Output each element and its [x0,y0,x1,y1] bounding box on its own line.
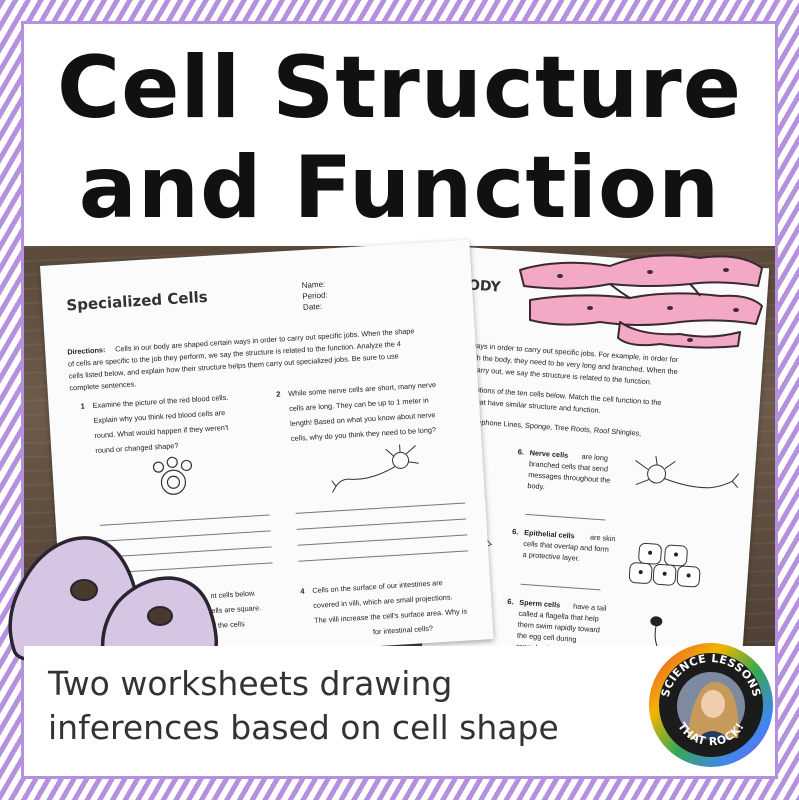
answer-line [297,534,468,546]
answer-line [298,550,469,562]
answer-line [296,518,467,530]
answer-line [295,502,466,514]
teacher-portrait-badge-icon: SCIENCE LESSONS THAT ROCK! [649,643,773,767]
nerve-cell-drawing [331,444,419,493]
period-label: Period: [302,290,328,302]
worksheet-left-title: Specialized Cells [65,287,209,315]
answer-line [525,513,606,521]
worksheet-left: Specialized Cells Name: Period: Date: Di… [40,239,494,666]
subtitle-line-2: inferences based on cell shape [48,708,559,747]
item-epithelial-l3: a protective layer. [522,549,581,563]
item-nerve-l4: body. [527,480,546,492]
date-label: Date: [302,301,323,313]
q4-line-4: for intestinal cells? [372,623,434,637]
cell-illustrations [628,455,740,668]
subtitle-line-1: Two worksheets drawing [48,664,453,703]
title-line-2: and Function [78,138,721,238]
q1-number: 1 [80,401,86,411]
item-sperm-num: 6. [507,596,514,607]
item-nerve-num: 6. [517,447,525,457]
epithelial-cell-illustration [8,536,218,667]
pink-cell-network-illustration [519,254,763,349]
answer-line [520,583,601,591]
q4-number: 4 [300,586,305,596]
red-blood-cell-drawing [152,456,193,495]
title-line-1: Cell Structure [56,38,743,138]
q2-number: 2 [275,389,281,399]
item-epithelial-num: 6. [511,527,519,537]
